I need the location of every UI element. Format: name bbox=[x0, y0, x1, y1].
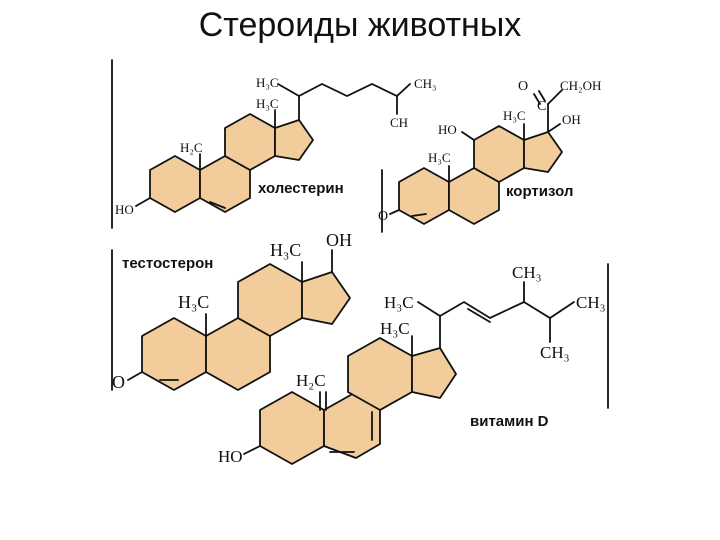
vitamin-d-name-label: витамин D bbox=[470, 413, 549, 430]
vitamin-d-methyl-right-label: CH₃ bbox=[576, 293, 606, 312]
cholesterol-hydroxyl-label: HO bbox=[115, 202, 134, 217]
cortisol-ho11-label: HO bbox=[438, 122, 457, 137]
testosterone-name-backdrop bbox=[118, 252, 242, 274]
cortisol-ring-a bbox=[398, 167, 450, 225]
testosterone-name-label: тестостерон bbox=[122, 255, 213, 272]
cholesterol-methyl-c19-label: H₂C bbox=[180, 140, 203, 155]
testosterone-ring-d bbox=[301, 271, 351, 325]
testosterone-oh17-label: OH bbox=[326, 230, 352, 250]
cortisol-ring-d bbox=[523, 131, 563, 173]
vitamin-d-oh-bond bbox=[243, 445, 261, 455]
cortisol-carbonyl-c-label: C bbox=[537, 99, 546, 114]
vitamin-d-methyl-c18-label: H₃C bbox=[380, 319, 410, 338]
cholesterol-chain-ch-label: CH bbox=[390, 115, 408, 130]
cholesterol-double-bond bbox=[209, 201, 226, 209]
cortisol-carbonyl-bond-2 bbox=[538, 90, 546, 102]
testosterone-structure: H₃C OH H₃C O тестостерон bbox=[111, 230, 352, 392]
cortisol-ch2oh-label: CH₂OH bbox=[560, 78, 601, 93]
slide-title: Стероиды животных bbox=[198, 6, 522, 44]
vitamin-d-ring-a bbox=[259, 391, 325, 465]
cortisol-ketone-bond bbox=[389, 209, 400, 215]
testosterone-methyl-c19-label: H₃C bbox=[178, 292, 209, 312]
testosterone-ketone-o-label: O bbox=[112, 372, 125, 392]
vitamin-d-methyl-bottom-label: CH₃ bbox=[540, 343, 570, 362]
cortisol-double-bond bbox=[411, 213, 427, 217]
cortisol-ch2oh-bond bbox=[547, 89, 563, 105]
cholesterol-chain-ch3-label: CH₃ bbox=[414, 76, 437, 91]
vitamin-d-methyl-top-label: CH₃ bbox=[512, 263, 542, 282]
cortisol-methyl-c18-label: H₃C bbox=[503, 108, 526, 123]
cortisol-structure: O C CH₂OH OH H₃C HO H₃C O кортизол bbox=[378, 78, 601, 233]
vitamin-d-structure: CH₃ H₃C CH₃ H₃C CH₃ H₂C HO витамин D bbox=[218, 263, 609, 466]
vitamin-d-name-backdrop bbox=[466, 410, 570, 432]
vitamin-d-ring-d bbox=[411, 347, 457, 399]
cortisol-oh17-label: OH bbox=[562, 112, 581, 127]
cholesterol-name-label: холестерин bbox=[258, 180, 344, 197]
testosterone-ketone-bond bbox=[127, 371, 143, 381]
cholesterol-ring-a bbox=[149, 155, 201, 213]
cortisol-carbonyl-bond-1 bbox=[533, 93, 541, 105]
cholesterol-ring-d bbox=[274, 119, 314, 161]
cortisol-ho-bond bbox=[461, 131, 475, 141]
vitamin-d-methylene-label: H₂C bbox=[296, 371, 326, 390]
vitamin-d-side-chain-start bbox=[417, 301, 441, 349]
cholesterol-side-chain bbox=[298, 82, 411, 98]
cortisol-methyl-c19-label: H₃C bbox=[428, 150, 451, 165]
vitamin-d-side-chain bbox=[439, 300, 575, 320]
cholesterol-methyl-c18-label: H₃C bbox=[256, 96, 279, 111]
cortisol-name-backdrop bbox=[504, 180, 592, 202]
vitamin-d-side-double-bond bbox=[467, 308, 491, 323]
cortisol-ketone-o-label: O bbox=[378, 209, 388, 224]
vitamin-d-hydroxyl-label: HO bbox=[218, 447, 243, 466]
cholesterol-name-backdrop bbox=[254, 178, 364, 198]
testosterone-methyl-c18-label: H₃C bbox=[270, 240, 301, 260]
cortisol-carbonyl-o-label: O bbox=[518, 79, 528, 94]
cortisol-name-label: кортизол bbox=[506, 183, 573, 200]
vitamin-d-methyl-side-label: H₃C bbox=[384, 293, 414, 312]
cortisol-oh17-bond bbox=[547, 123, 561, 133]
cholesterol-structure: H₃C H₃C H₂C CH₃ CH HO холестерин bbox=[111, 59, 437, 229]
cholesterol-methyl-side-label: H₃C bbox=[256, 75, 279, 90]
cholesterol-oh-bond bbox=[135, 197, 151, 207]
cholesterol-side-chain-start bbox=[277, 83, 300, 121]
